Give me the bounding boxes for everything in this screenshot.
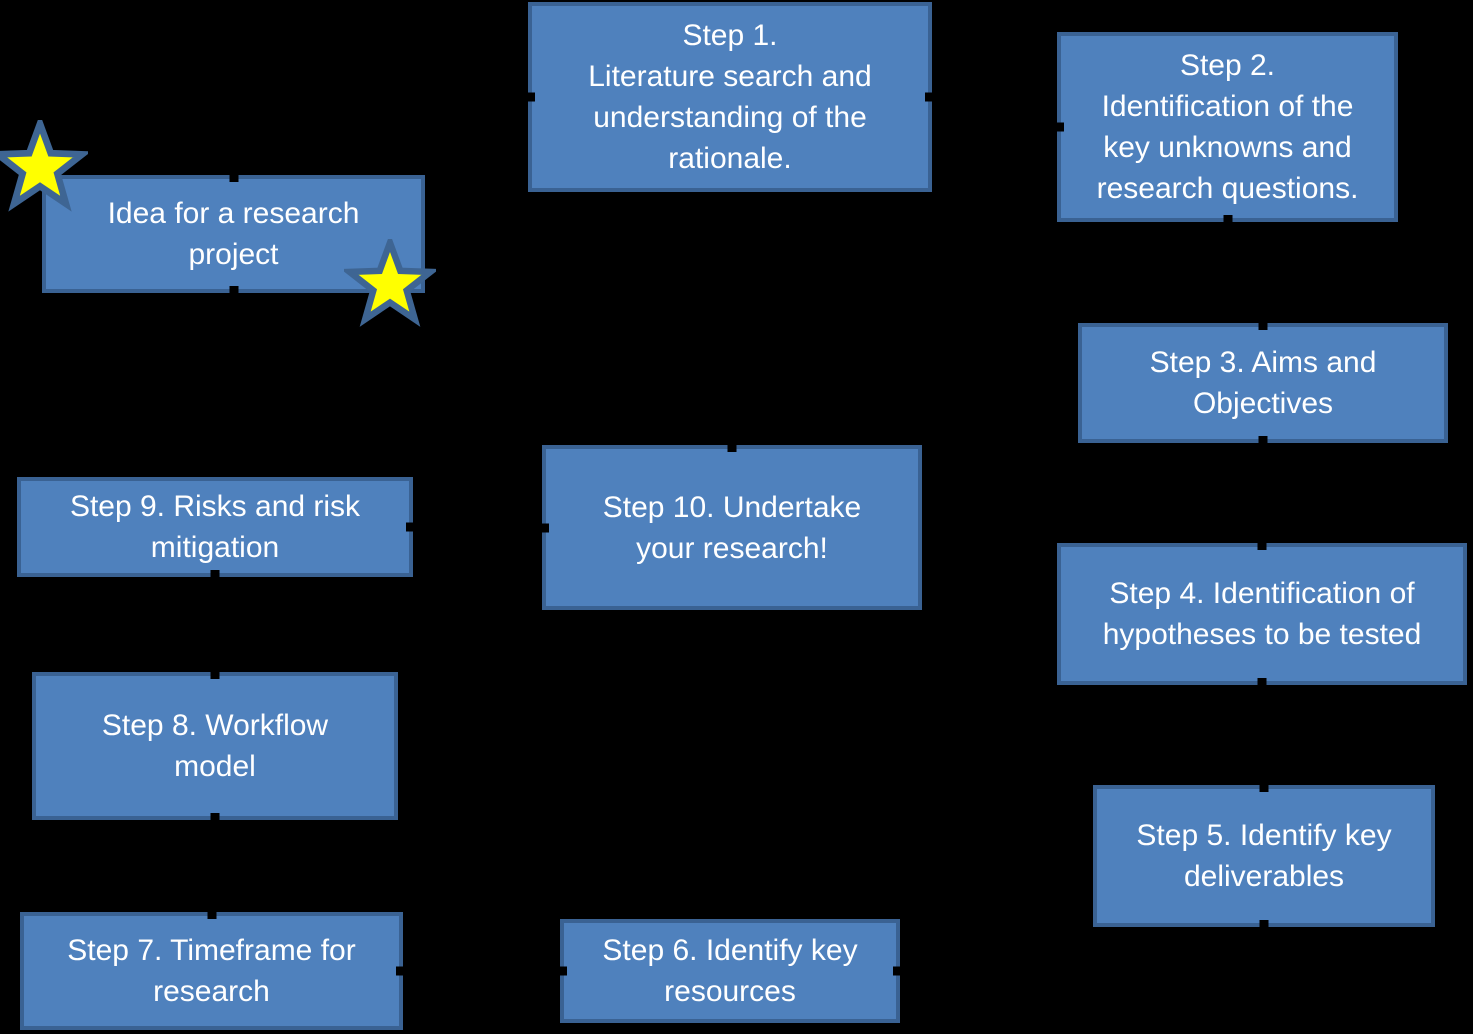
box-label: Step 10. Undertake your research! xyxy=(602,490,862,565)
connector-anchor xyxy=(1259,920,1269,929)
connector-anchor xyxy=(1258,436,1268,445)
box-label: Step 9. Risks and risk mitigation xyxy=(69,490,361,564)
step6-box: Step 6. Identify key resources xyxy=(558,919,902,1023)
star-icon xyxy=(344,239,436,331)
connector-anchor xyxy=(1258,321,1268,330)
box-label: Step 4. Identification of hypotheses to … xyxy=(1102,577,1422,651)
box-label: Step 1. Literature search and understand… xyxy=(588,19,872,175)
connector-anchor xyxy=(229,286,238,295)
step7-box: Step 7. Timeframe for research xyxy=(20,910,405,1030)
step2-box: Step 2. Identification of the key unknow… xyxy=(1055,32,1398,224)
connector-anchor xyxy=(406,522,415,532)
star-icon xyxy=(0,120,88,216)
idea-box: Idea for a research project xyxy=(42,173,425,295)
connector-anchor xyxy=(526,92,535,102)
connector-anchor xyxy=(1055,122,1064,132)
connector-anchor xyxy=(540,523,549,532)
box-label: Step 2. Identification of the key unknow… xyxy=(1096,49,1359,205)
step5-box: Step 5. Identify key deliverables xyxy=(1093,783,1435,929)
connector-anchor xyxy=(558,966,567,976)
box-label: Step 7. Timeframe for research xyxy=(67,934,356,1008)
step9-box: Step 9. Risks and risk mitigation xyxy=(17,477,415,579)
connector-anchor xyxy=(229,173,238,182)
connector-anchor xyxy=(210,813,220,822)
connector-anchor xyxy=(1257,678,1267,687)
box-label: Idea for a research project xyxy=(107,197,360,271)
box-label: Step 8. Workflow model xyxy=(101,709,329,783)
connector-anchor xyxy=(1259,783,1269,792)
step10-box: Step 10. Undertake your research! xyxy=(540,443,922,610)
step8-box: Step 8. Workflow model xyxy=(32,670,398,822)
connector-anchor xyxy=(1257,541,1267,550)
connector-anchor xyxy=(207,910,216,919)
box-label: Step 5. Identify key deliverables xyxy=(1136,819,1392,893)
step1-box: Step 1. Literature search and understand… xyxy=(526,2,934,192)
connector-anchor xyxy=(1223,215,1232,224)
connector-anchor xyxy=(727,443,737,452)
connector-anchor xyxy=(210,670,220,679)
connector-anchor xyxy=(396,966,405,976)
connector-anchor xyxy=(210,570,220,579)
connector-anchor xyxy=(925,92,934,102)
box-label: Step 3. Aims and Objectives xyxy=(1149,346,1377,420)
step3-box: Step 3. Aims and Objectives xyxy=(1078,321,1448,445)
connector-anchor xyxy=(893,966,902,976)
step4-box: Step 4. Identification of hypotheses to … xyxy=(1057,541,1467,687)
box-label: Step 6. Identify key resources xyxy=(602,934,858,1008)
